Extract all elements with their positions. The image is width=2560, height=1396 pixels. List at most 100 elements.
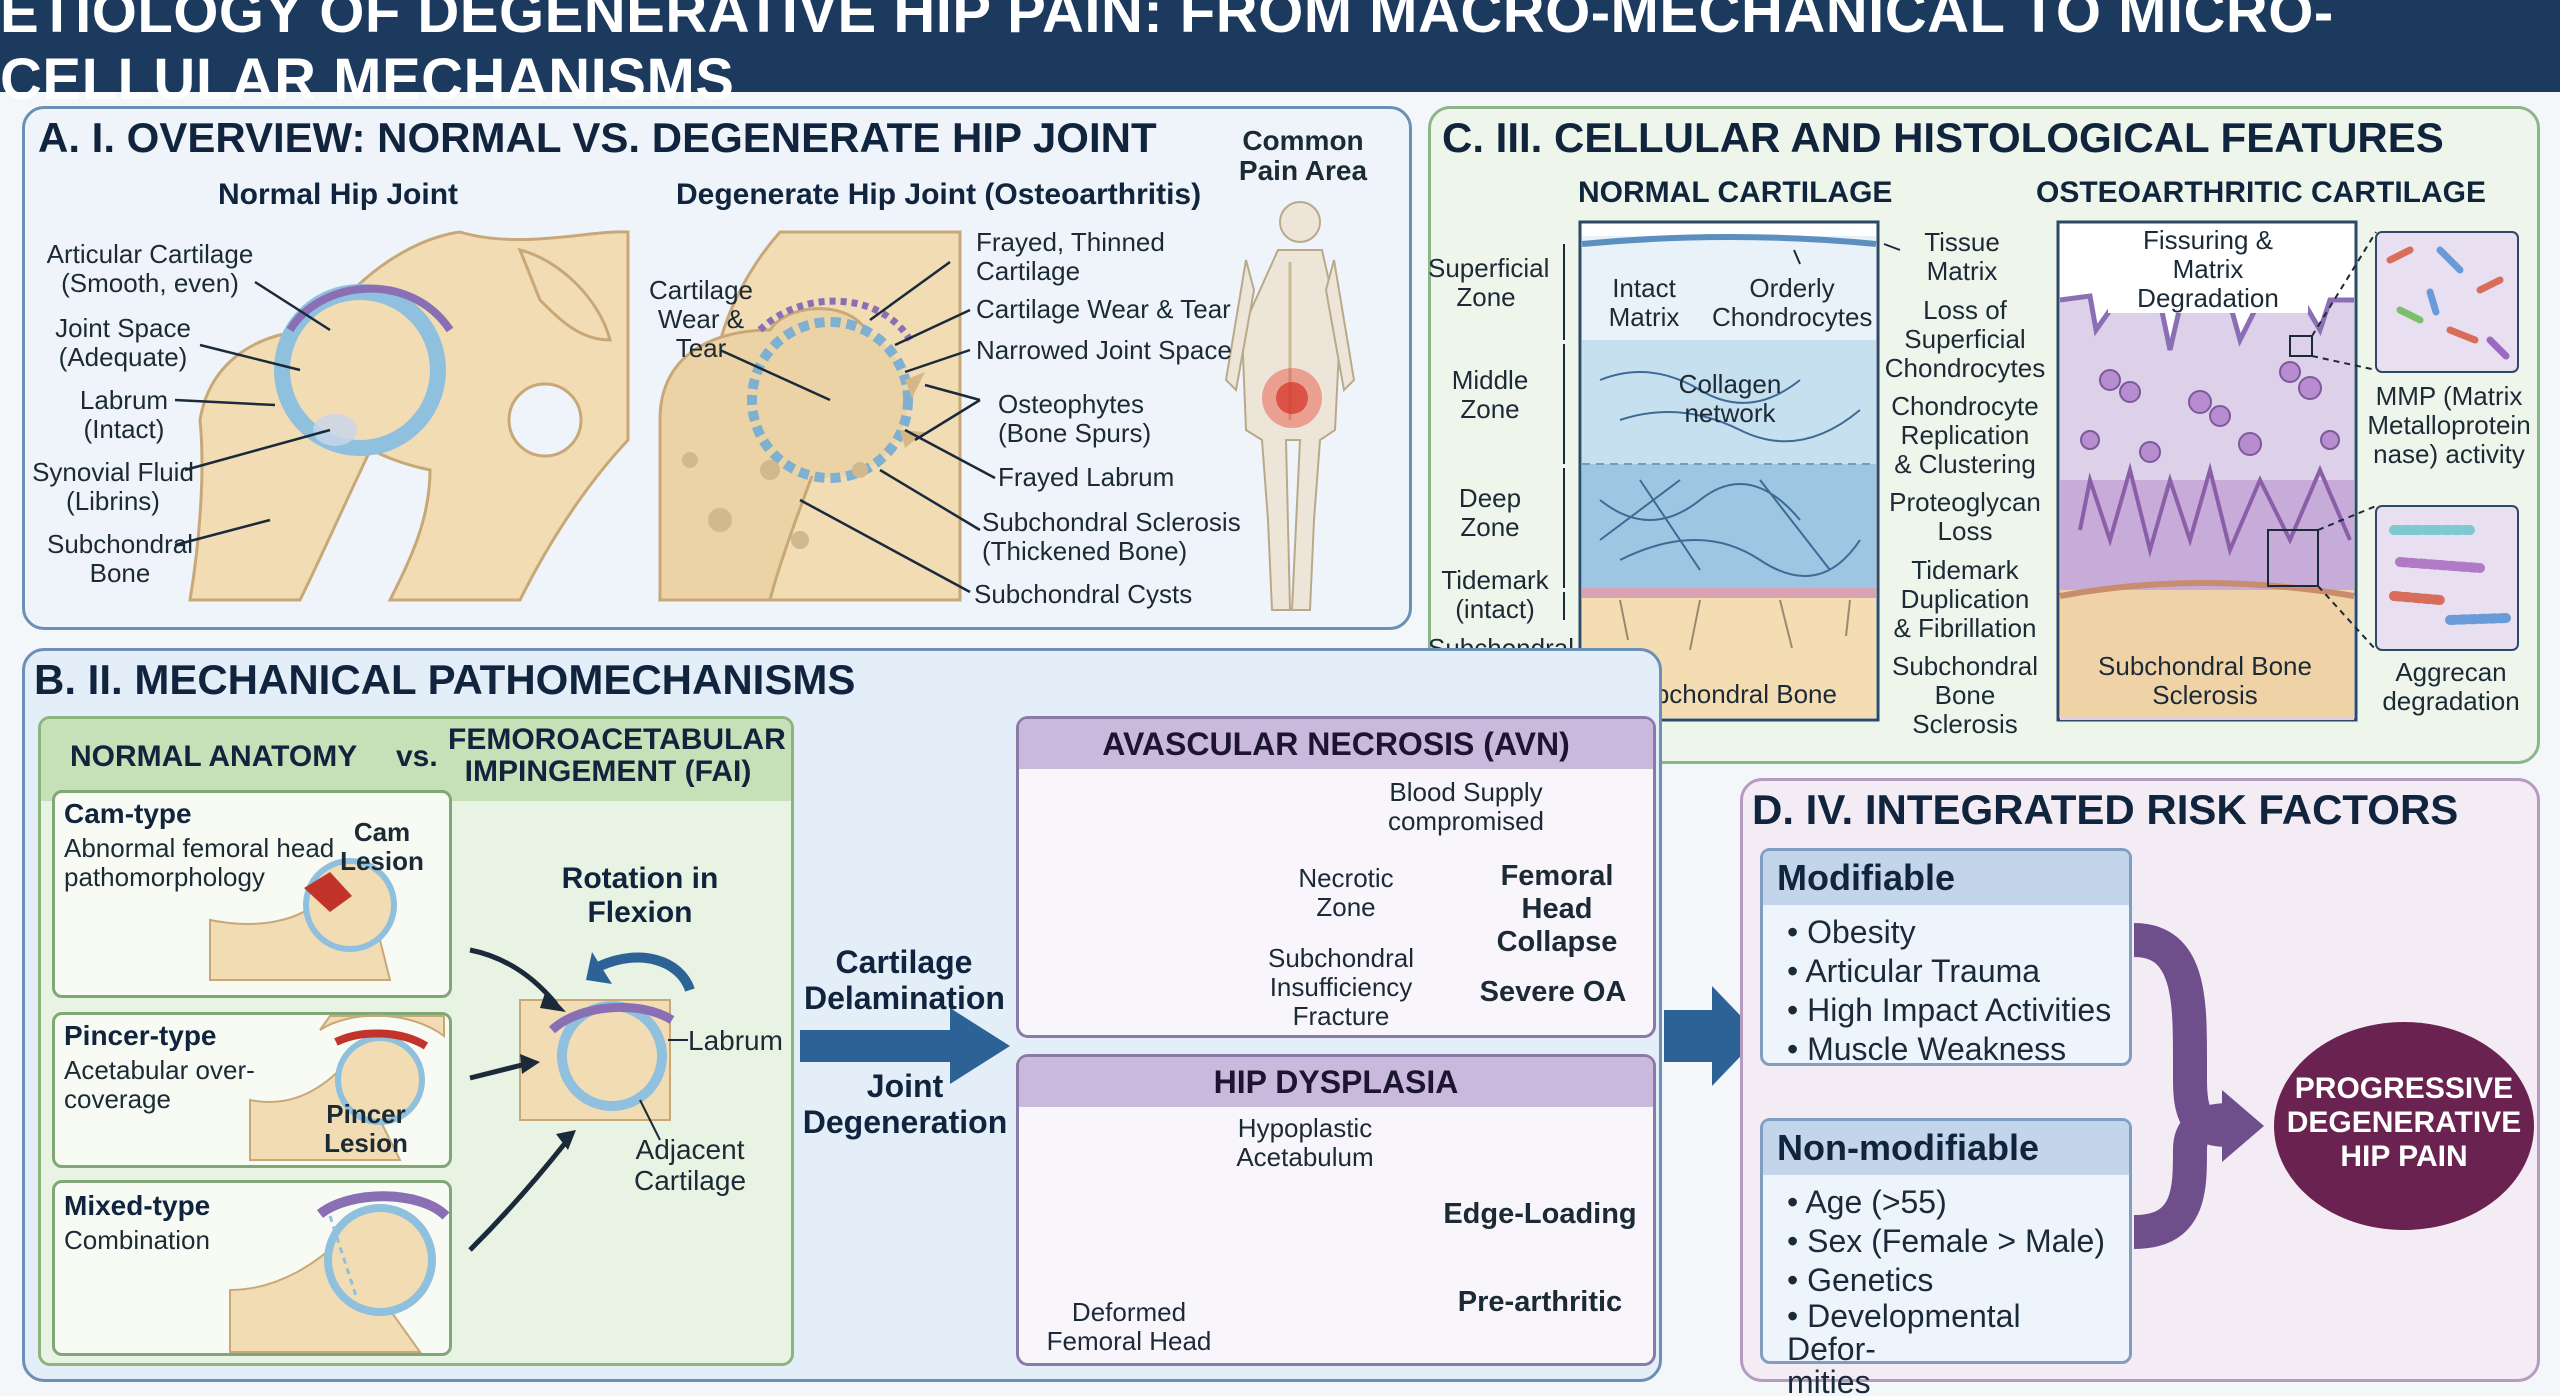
fai-vs: vs. xyxy=(396,740,438,773)
mixed-illustration xyxy=(229,1191,450,1353)
mixed-desc: Combination xyxy=(64,1225,210,1255)
tidemark-duplication-label: Tidemark Duplication & Fibrillation xyxy=(1893,555,2037,643)
panel-d-title: D. IV. INTEGRATED RISK FACTORS xyxy=(1752,786,2459,833)
b-to-d-arrow xyxy=(1664,986,1760,1086)
pincer-title: Pincer-type xyxy=(64,1020,217,1051)
label-synovial-fluid: Synovial Fluid (Librins) xyxy=(32,457,194,516)
risk-item: Sex (Female > Male) xyxy=(1787,1222,2115,1261)
outcome-label: PROGRESSIVE DEGENERATIVE HIP PAIN xyxy=(2286,1072,2522,1173)
oa-bone-label: Subchondral Bone Sclerosis xyxy=(2098,651,2312,710)
pincer-desc: Acetabular over- coverage xyxy=(64,1055,255,1114)
label-articular-cartilage: Articular Cartilage (Smooth, even) xyxy=(46,239,254,298)
deformed-head-label: Deformed Femoral Head xyxy=(1046,1297,1212,1356)
pincer-illustration xyxy=(249,1014,445,1161)
collagen-network-label: Collagen network xyxy=(1678,369,1782,428)
normal-hip-title: Normal Hip Joint xyxy=(218,178,459,211)
label-labrum-intact: Labrum (Intact) xyxy=(79,385,169,444)
cam-desc: Abnormal femoral head pathomorphology xyxy=(64,833,335,892)
label-frayed-labrum: Frayed Labrum xyxy=(998,462,1175,492)
pain-area-title: Common Pain Area xyxy=(1238,125,1368,186)
blood-supply-label: Blood Supply compromised xyxy=(1387,777,1545,836)
tissue-matrix-label: Tissue Matrix xyxy=(1924,227,2000,286)
pain-area-figure xyxy=(1224,201,1356,611)
risk-item: Obesity xyxy=(1787,913,2115,952)
labrum-label: Labrum xyxy=(688,1025,783,1056)
dysplasia-box: HIP DYSPLASIA xyxy=(1016,1054,1656,1366)
normal-hip-illustration xyxy=(174,230,630,602)
risk-item: Articular Trauma xyxy=(1787,952,2115,991)
label-subchondral-cysts: Subchondral Cysts xyxy=(974,579,1193,609)
degenerate-hip-illustration xyxy=(657,230,996,602)
cam-lesion-label: Cam Lesion xyxy=(340,817,424,876)
subchondral-fracture-label: Subchondral Insufficiency Fracture xyxy=(1268,943,1414,1031)
zone-deep: Deep Zone xyxy=(1458,483,1522,542)
rotation-label: Rotation in Flexion xyxy=(561,862,719,929)
joint-degeneration-label: Joint Degeneration xyxy=(802,1068,1008,1140)
dysplasia-title: HIP DYSPLASIA xyxy=(1019,1057,1653,1107)
necrotic-zone-label: Necrotic Zone xyxy=(1298,863,1394,922)
label-frayed-thinned: Frayed, Thinned Cartilage xyxy=(976,227,1165,286)
avn-box: AVASCULAR NECROSIS (AVN) xyxy=(1016,716,1656,1038)
intact-matrix-label: Intact Matrix xyxy=(1608,273,1680,332)
adjacent-cartilage-label: Adjacent Cartilage xyxy=(633,1134,747,1196)
subchondral-sclerosis-label: Subchondral Bone Sclerosis xyxy=(1892,651,2038,739)
modifiable-title: Modifiable xyxy=(1763,851,2129,905)
fai-normal-anatomy: NORMAL ANATOMY xyxy=(70,740,358,773)
severe-oa-label: Severe OA xyxy=(1479,976,1627,1008)
fai-header xyxy=(41,719,791,801)
degenerate-hip-title: Degenerate Hip Joint (Osteoarthritis) xyxy=(676,178,1202,211)
panel-a-title: A. I. OVERVIEW: NORMAL VS. DEGENERATE HI… xyxy=(38,114,1157,161)
orderly-chondrocytes-label: Orderly Chondrocytes xyxy=(1712,273,1873,332)
mixed-title: Mixed-type xyxy=(64,1190,211,1221)
pincer-lesion-label: Pincer Lesion xyxy=(324,1099,408,1158)
rotation-illustration xyxy=(468,947,695,1252)
loss-superficial-label: Loss of Superficial Chondrocytes xyxy=(1884,295,2046,383)
pre-arthritic-label: Pre-arthritic xyxy=(1457,1286,1623,1318)
oa-cartilage-title: OSTEOARTHRITIC CARTILAGE xyxy=(2036,176,2486,209)
risk-item: Age (>55) xyxy=(1787,1183,2115,1222)
edge-loading-label: Edge-Loading xyxy=(1443,1198,1637,1230)
central-arrow xyxy=(800,1008,1010,1084)
label-osteophytes: Osteophytes (Bone Spurs) xyxy=(998,389,1152,448)
avn-title: AVASCULAR NECROSIS (AVN) xyxy=(1019,719,1653,769)
zone-middle: Middle Zone xyxy=(1451,365,1529,424)
fissuring-label: Fissuring & Matrix Degradation xyxy=(2108,226,2308,313)
cam-illustration xyxy=(209,858,397,981)
label-narrowed-joint: Narrowed Joint Space xyxy=(976,335,1232,365)
normal-cartilage-diagram xyxy=(1563,220,1901,722)
modifiable-list: Obesity Articular Trauma High Impact Act… xyxy=(1763,905,2129,1069)
label-cartilage-wear-left: Cartilage Wear & Tear xyxy=(648,275,754,363)
normal-cartilage-title: NORMAL CARTILAGE xyxy=(1578,176,1893,209)
nonmodifiable-title: Non-modifiable xyxy=(1763,1121,2129,1175)
label-subchondral-bone: Subchondral Bone xyxy=(47,529,193,588)
cam-title: Cam-type xyxy=(64,798,192,829)
risk-item: High Impact Activities xyxy=(1787,991,2115,1030)
nonmodifiable-box: Non-modifiable Age (>55) Sex (Female > M… xyxy=(1760,1118,2132,1396)
page-title: ETIOLOGY OF DEGENERATIVE HIP PAIN: FROM … xyxy=(0,0,2334,112)
risk-item: Muscle Weakness xyxy=(1787,1030,2115,1069)
delamination-label: Cartilage Delamination xyxy=(804,944,1005,1016)
nonmodifiable-list: Age (>55) Sex (Female > Male) Genetics D… xyxy=(1763,1175,2129,1396)
aggrecan-label: Aggrecan degradation xyxy=(2382,657,2520,716)
label-cartilage-wear-right: Cartilage Wear & Tear xyxy=(976,294,1231,324)
risk-item: Genetics xyxy=(1787,1261,2115,1300)
chondrocyte-clustering-label: Chondrocyte Replication & Clustering xyxy=(1891,391,2039,479)
label-subchondral-sclerosis: Subchondral Sclerosis (Thickened Bone) xyxy=(982,507,1241,566)
panel-c-title: C. III. CELLULAR AND HISTOLOGICAL FEATUR… xyxy=(1442,114,2444,161)
mmp-label: MMP (Matrix Metalloprotein nase) activit… xyxy=(2367,381,2531,469)
proteoglycan-loss-label: Proteoglycan Loss xyxy=(1889,487,2041,546)
femoral-collapse-label: Femoral Head Collapse xyxy=(1496,860,1618,958)
label-joint-space: Joint Space (Adequate) xyxy=(55,313,191,372)
outcome-oval xyxy=(2274,1022,2534,1230)
panel-b-title: B. II. MECHANICAL PATHOMECHANISMS xyxy=(34,656,856,703)
zone-tidemark: Tidemark (intact) xyxy=(1441,565,1549,624)
risk-item: Developmental Defor- mities xyxy=(1787,1300,2115,1396)
title-bar: ETIOLOGY OF DEGENERATIVE HIP PAIN: FROM … xyxy=(0,0,2560,112)
zone-superficial: Superficial Zone xyxy=(1428,253,1550,312)
fai-impingement-title: FEMOROACETABULAR IMPINGEMENT (FAI) xyxy=(448,723,786,788)
hypoplastic-label: Hypoplastic Acetabulum xyxy=(1236,1113,1374,1172)
modifiable-box: Modifiable Obesity Articular Trauma High… xyxy=(1760,848,2132,1069)
